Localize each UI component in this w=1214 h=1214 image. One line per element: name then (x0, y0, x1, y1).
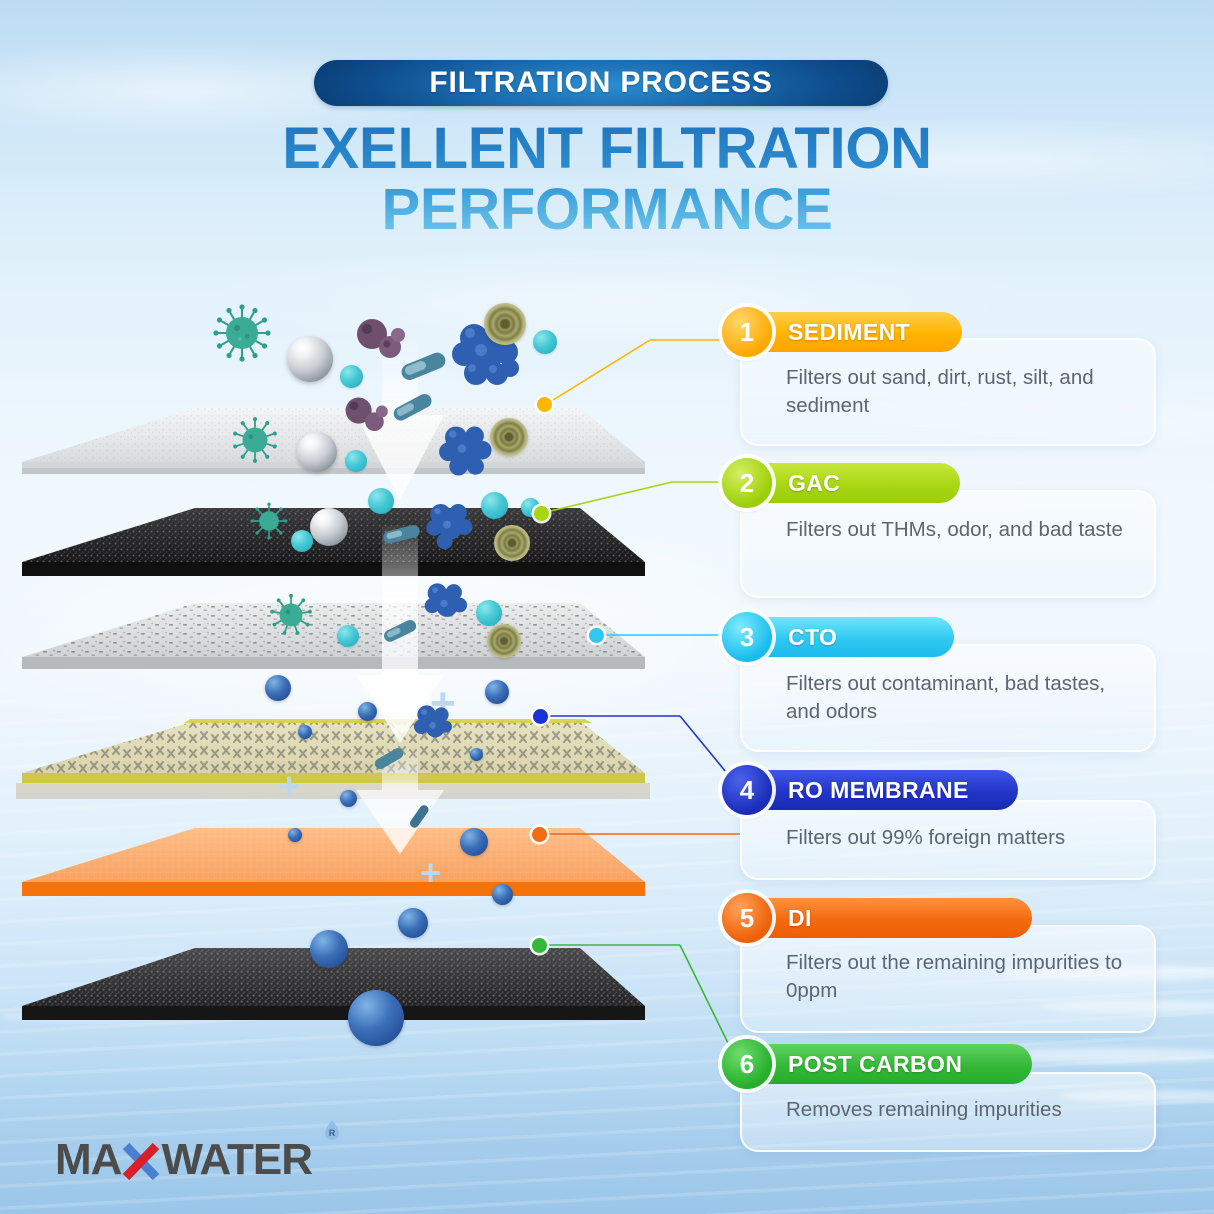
stage-label: RO MEMBRANE (788, 776, 969, 803)
stage-badge-ro-membrane[interactable]: 4 RO MEMBRANE (722, 765, 1018, 815)
water-droplet (398, 908, 428, 938)
mineral-plus-symbol: + (278, 766, 301, 808)
spore-particle (494, 525, 530, 561)
teal-dot-particle (345, 450, 367, 472)
bacteria-cluster-particle (439, 426, 492, 476)
teal-dot-particle (291, 530, 313, 552)
teal-dot-particle (368, 488, 394, 514)
rod-bacteria-particle (374, 748, 404, 770)
virus-particle (249, 502, 289, 541)
water-droplet (460, 828, 488, 856)
stage-badge-cto[interactable]: 3 CTO (722, 612, 954, 662)
rod-bacteria-particle (383, 525, 420, 544)
eyebrow-label: FILTRATION PROCESS (429, 66, 773, 99)
water-droplet (288, 828, 302, 842)
spore-particle (484, 303, 526, 345)
connector-dot (589, 628, 604, 643)
stage-card-post-carbon[interactable]: Removes remaining impurities (740, 1072, 1156, 1152)
stage-badge-sediment[interactable]: 1 SEDIMENT (722, 307, 962, 357)
stage-number: 5 (722, 893, 772, 943)
svg-text:R: R (329, 1128, 336, 1138)
brand-name-part-2: WATER (161, 1135, 313, 1184)
spore-particle (490, 418, 528, 456)
teal-dot-particle (340, 365, 363, 388)
stage-label: GAC (788, 469, 841, 496)
ro-membrane-layer (0, 715, 660, 825)
stage-description: Filters out contaminant, bad tastes, and… (786, 672, 1106, 724)
bacteria-cluster-particle (414, 705, 452, 738)
stage-card-cto[interactable]: Filters out contaminant, bad tastes, and… (740, 644, 1156, 752)
water-droplet (310, 930, 348, 968)
connector-dot (537, 397, 552, 412)
brand-logo: MA WATER R (55, 1120, 339, 1187)
water-droplet (265, 675, 291, 701)
virus-particle (212, 304, 272, 363)
eyebrow-badge: FILTRATION PROCESS (314, 60, 888, 106)
stage-badge-gac[interactable]: 2 GAC (722, 458, 960, 508)
purple-cyst-particle (345, 397, 388, 432)
water-droplet (358, 702, 377, 721)
brand-x-icon (123, 1142, 160, 1181)
stage-label: DI (788, 904, 812, 931)
stage-description: Filters out the remaining impurities to … (786, 951, 1123, 1003)
trademark-drop-icon: R (325, 1120, 339, 1140)
stage-label: CTO (788, 623, 838, 650)
di-layer (0, 820, 660, 915)
virus-particle (231, 417, 279, 464)
water-droplet (298, 725, 312, 739)
stage-card-sediment[interactable]: Filters out sand, dirt, rust, silt, and … (740, 338, 1156, 446)
teal-dot-particle (481, 492, 508, 519)
post-carbon-layer (0, 940, 660, 1040)
rod-bacteria-particle (393, 393, 432, 421)
water-droplet (340, 790, 357, 807)
stage-number: 3 (722, 612, 772, 662)
rod-bacteria-particle (401, 352, 446, 380)
stage-description: Removes remaining impurities (786, 1098, 1062, 1121)
metal-sphere-particle (287, 336, 333, 382)
teal-dot-particle (337, 625, 359, 647)
rod-bacteria-particle (384, 620, 417, 642)
teal-dot-particle (476, 600, 502, 626)
connector-dot (532, 827, 547, 842)
mineral-plus-symbol: + (420, 852, 442, 893)
water-droplet (348, 990, 404, 1046)
bacteria-cluster-particle (426, 503, 473, 550)
spore-particle (487, 624, 521, 658)
stage-label: SEDIMENT (788, 318, 911, 345)
purple-cyst-particle (357, 319, 405, 358)
teal-dot-particle (533, 330, 557, 354)
water-ripple (980, 1048, 1214, 1063)
rod-bacteria-particle (410, 805, 429, 828)
bacteria-cluster-particle (424, 583, 468, 617)
filter-layer-stack: + + + + (0, 303, 660, 1046)
connector-dot (532, 938, 547, 953)
virus-particle (269, 593, 313, 637)
stage-description: Filters out THMs, odor, and bad taste (786, 518, 1123, 541)
stage-card-ro-membrane[interactable]: Filters out 99% foreign matters (740, 800, 1156, 880)
stage-card-di[interactable]: Filters out the remaining impurities to … (740, 925, 1156, 1033)
water-droplet (492, 884, 513, 905)
water-droplet (485, 680, 509, 704)
stage-badge-di[interactable]: 5 DI (722, 893, 1032, 943)
stage-card-gac[interactable]: Filters out THMs, odor, and bad taste (740, 490, 1156, 598)
brand-name-part-1: MA (55, 1135, 122, 1184)
stage-description: Filters out 99% foreign matters (786, 826, 1066, 849)
stage-description: Filters out sand, dirt, rust, silt, and … (786, 366, 1094, 418)
stage-badge-post-carbon[interactable]: 6 POST CARBON (722, 1039, 1032, 1089)
stage-label: POST CARBON (788, 1050, 963, 1077)
stage-number: 6 (722, 1039, 772, 1089)
stage-number: 1 (722, 307, 772, 357)
metal-sphere-particle (310, 508, 348, 546)
water-droplet (470, 748, 483, 761)
connector-dot (534, 506, 549, 521)
stage-number: 2 (722, 458, 772, 508)
connector-dot (533, 709, 548, 724)
metal-sphere-particle (297, 432, 337, 472)
stage-number: 4 (722, 765, 772, 815)
